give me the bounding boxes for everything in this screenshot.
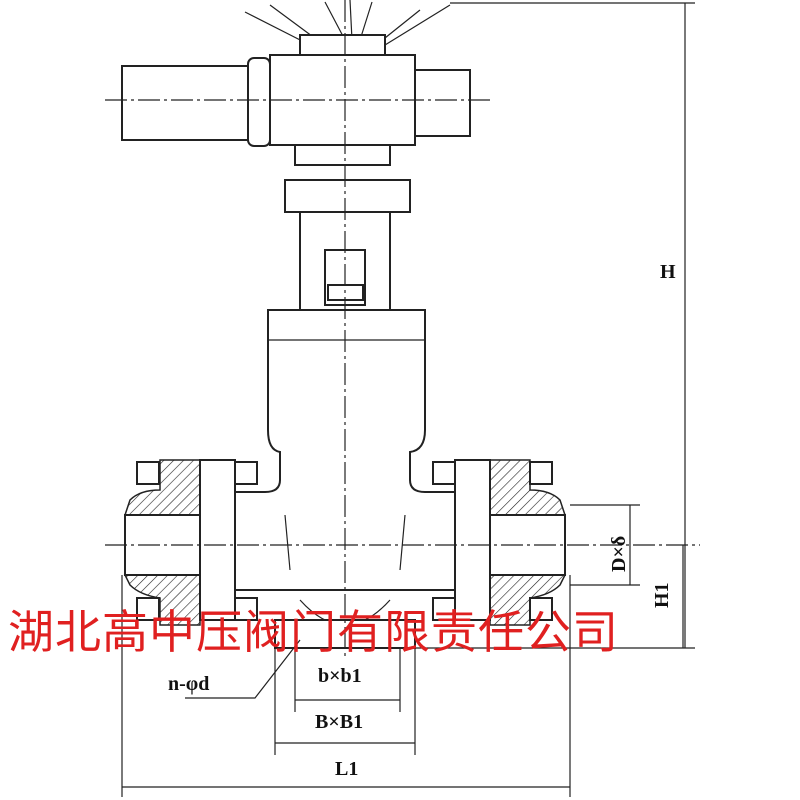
label-b-b1: b×b1	[318, 665, 362, 687]
electric-actuator	[121, 54, 471, 311]
handwheel	[244, 0, 451, 56]
right-flange	[432, 459, 567, 626]
label-bb-b1: B×B1	[315, 711, 363, 733]
label-d-delta: D×δ	[608, 536, 630, 572]
label-n-phi-d: n-φd	[168, 673, 209, 695]
left-flange	[123, 459, 258, 626]
label-h1: H1	[651, 582, 673, 608]
label-h: H	[660, 261, 676, 283]
company-watermark: 湖北高中压阀门有限责任公司	[8, 605, 619, 659]
label-l1: L1	[335, 758, 358, 780]
dimension-lines	[121, 2, 695, 797]
